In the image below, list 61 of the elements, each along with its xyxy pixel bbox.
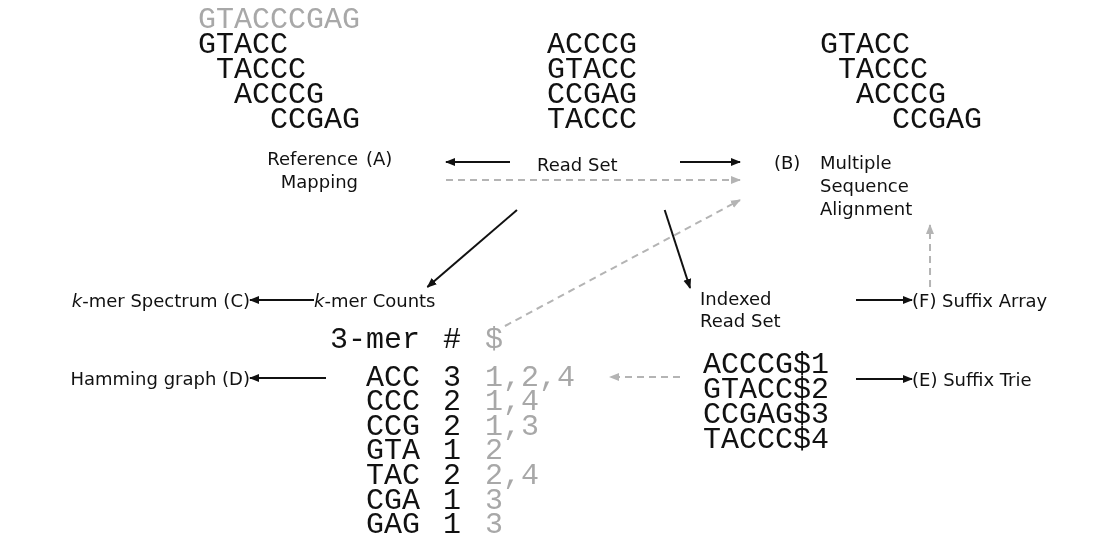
method-label: (F) Suffix Array [912, 287, 1100, 313]
kmer-sequence: CCC [365, 390, 420, 416]
dna-read: TACCC [547, 107, 637, 133]
arrow [445, 175, 741, 184]
method-label: k-mer Spectrum (C) [10, 287, 250, 313]
method-label: (E) Suffix Trie [912, 366, 1100, 392]
indexed-read: TACCC$4 [703, 427, 830, 453]
dna-read: CCGAG [270, 107, 360, 133]
dna-read: ACCCG [547, 32, 637, 58]
read-positions: 1,2,4 [485, 365, 575, 391]
kmer-sequence: CCG [365, 414, 420, 440]
dna-read: GTACC [547, 57, 637, 83]
dna-read: TACCC [838, 57, 928, 83]
arrow [503, 199, 741, 327]
method-label: k-mer Counts [314, 287, 440, 313]
read-positions: 1,3 [485, 414, 539, 440]
arrow [855, 375, 913, 383]
kmer-sequence: ACC [365, 365, 420, 391]
panel-letter: (B) [774, 151, 801, 174]
read-positions: 3 [485, 488, 503, 514]
arrow [249, 374, 327, 382]
kmer-sequence: CGA [365, 488, 420, 514]
dna-read: CCGAG [892, 107, 982, 133]
arrow [679, 158, 741, 166]
column-header: $ [485, 327, 503, 353]
read-positions: 2 [485, 439, 503, 465]
kmer-sequence: TAC [365, 463, 420, 489]
panel-letter: (A) [366, 147, 393, 170]
kmer-count: 2 [443, 463, 461, 489]
column-header: 3-mer [329, 327, 420, 353]
kmer-count: 1 [443, 513, 461, 539]
arrow [663, 209, 692, 289]
method-label: Read Set [537, 153, 618, 176]
method-label: Reference Mapping [266, 147, 358, 193]
read-positions: 3 [485, 513, 503, 539]
method-label: Hamming graph (D) [10, 365, 250, 391]
dna-read: ACCCG [856, 82, 946, 108]
kmer-count: 3 [443, 365, 461, 391]
kmer-sequence: GAG [365, 513, 420, 539]
dna-read: GTACC [820, 32, 910, 58]
method-label: Multiple Sequence Alignment [820, 151, 914, 220]
dna-read: ACCCG [234, 82, 324, 108]
kmer-count: 2 [443, 414, 461, 440]
column-header: # [443, 327, 461, 353]
arrow [249, 296, 315, 304]
kmer-sequence: GTA [365, 439, 420, 465]
method-label: Indexed Read Set [700, 288, 782, 332]
dna-read: CCGAG [547, 82, 637, 108]
dna-read: GTACC [198, 32, 288, 58]
arrow [445, 157, 511, 166]
read-positions: 2,4 [485, 463, 539, 489]
arrow [609, 372, 681, 381]
kmer-count: 1 [443, 488, 461, 514]
kmer-count: 1 [443, 439, 461, 465]
dna-read: TACCC [216, 57, 306, 83]
arrow [426, 209, 518, 288]
arrow [926, 224, 934, 288]
arrow [855, 296, 913, 304]
kmer-count: 2 [443, 390, 461, 416]
read-positions: 1,4 [485, 390, 539, 416]
reference-sequence: GTACCCGAG [198, 7, 361, 33]
